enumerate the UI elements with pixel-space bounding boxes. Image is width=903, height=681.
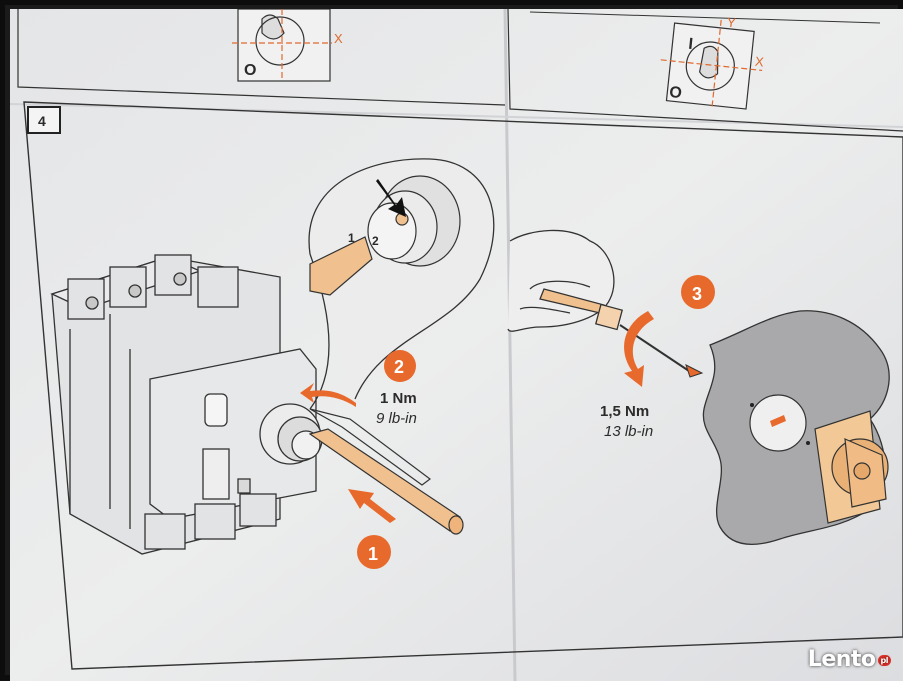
instruction-sheet: 4 X O X Y I O [10, 9, 903, 681]
svg-text:4: 4 [38, 113, 46, 129]
circuit-breaker-illustration [52, 255, 316, 554]
svg-text:O: O [244, 62, 256, 79]
step-3-torque-lbin: 13 lb-in [604, 423, 653, 440]
top-left-selector-diagram: X O [232, 9, 343, 81]
svg-text:1: 1 [348, 231, 355, 245]
svg-text:X: X [334, 31, 343, 46]
step-3-torque-nm: 1,5 Nm [600, 403, 649, 420]
svg-text:2: 2 [394, 357, 404, 377]
step-2-torque-nm: 1 Nm [380, 390, 417, 407]
svg-text:3: 3 [692, 284, 702, 304]
svg-text:1: 1 [368, 544, 378, 564]
step-number-box: 4 [28, 107, 60, 133]
svg-text:2: 2 [372, 234, 379, 248]
svg-text:O: O [668, 84, 682, 102]
step-2-torque-lbin: 9 lb-in [376, 410, 417, 427]
